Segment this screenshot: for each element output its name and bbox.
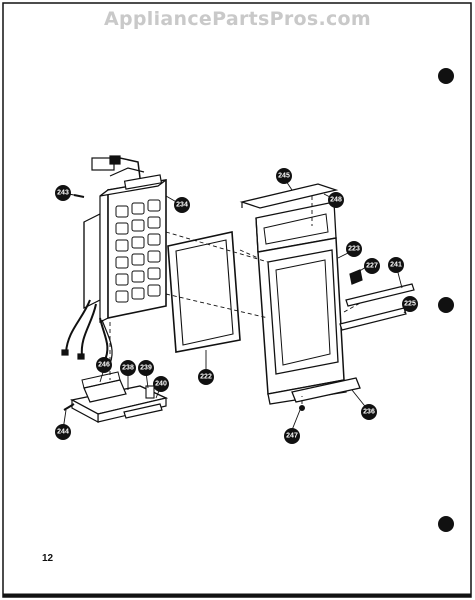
harness-connector-2 (109, 155, 121, 165)
svg-text:246: 246 (98, 362, 110, 369)
key (131, 253, 145, 266)
key (147, 250, 161, 263)
key (115, 290, 129, 303)
top-bracket-plate (123, 174, 163, 190)
gasket-outer (167, 231, 241, 353)
callout-241: 241 (388, 257, 404, 273)
svg-text:236: 236 (363, 409, 375, 416)
svg-text:223: 223 (348, 246, 360, 253)
svg-text:247: 247 (286, 433, 298, 440)
key (131, 287, 145, 300)
svg-text:238: 238 (122, 365, 134, 372)
callout-248: 248 (328, 192, 344, 208)
alignment-lines (109, 196, 363, 404)
gasket-frame (167, 231, 241, 353)
svg-text:248: 248 (330, 197, 342, 204)
wire-terminal (77, 353, 85, 360)
board-side (99, 188, 109, 323)
connector-bracket-assembly (63, 371, 169, 424)
svg-text:244: 244 (57, 429, 69, 436)
right-rail (345, 283, 415, 307)
frame-left-edge (255, 217, 259, 253)
callout-245: 245 (276, 168, 292, 184)
lower-wire-lead (101, 319, 113, 365)
svg-text:222: 222 (200, 374, 212, 381)
lower-wire-lead (80, 303, 97, 357)
door-frame-assembly (239, 183, 415, 411)
wire-terminal (61, 349, 69, 356)
svg-text:240: 240 (155, 381, 167, 388)
alignment-line (343, 301, 363, 313)
key (115, 273, 129, 286)
page-number: 12 (42, 553, 54, 564)
key (131, 236, 145, 249)
key (147, 267, 161, 280)
punch-hole-bottom (438, 516, 454, 532)
key-grid (115, 199, 161, 303)
alignment-line (165, 293, 269, 319)
screw-244-shank (63, 403, 75, 411)
punch-hole-middle (438, 297, 454, 313)
callout-222: 222 (198, 369, 214, 385)
frame-window-inner (275, 259, 331, 366)
handle-bar (339, 307, 407, 331)
svg-text:225: 225 (404, 301, 416, 308)
board-face (107, 179, 167, 319)
alignment-line (239, 249, 259, 259)
frame-window-outer (267, 249, 339, 375)
key (131, 270, 145, 283)
callout-223: 223 (346, 241, 362, 257)
svg-text:243: 243 (57, 190, 69, 197)
latch-clip (349, 269, 363, 285)
callout-239: 239 (138, 360, 154, 376)
watermark-text: AppliancePartsPros.com (103, 8, 371, 30)
key (115, 205, 129, 218)
alignment-line (165, 231, 269, 263)
keypad-assembly (61, 155, 167, 366)
callout-225: 225 (402, 296, 418, 312)
key (147, 199, 161, 212)
callout-244: 244 (55, 424, 71, 440)
svg-text:239: 239 (140, 365, 152, 372)
key (115, 222, 129, 235)
lower-wire-lead (65, 299, 91, 353)
small-connector (145, 385, 155, 399)
callout-240: 240 (153, 376, 169, 392)
svg-text:245: 245 (278, 173, 290, 180)
top-channel (239, 183, 339, 209)
key (147, 284, 161, 297)
frame-upper-recess (263, 213, 329, 245)
callout-227: 227 (364, 258, 380, 274)
callout-238: 238 (120, 360, 136, 376)
callout-246: 246 (96, 357, 112, 373)
top-wire-harness-2 (109, 167, 145, 177)
callout-247: 247 (284, 428, 300, 444)
key (131, 202, 145, 215)
gasket-inner (175, 239, 234, 346)
callouts: 243 234 222 245 248 223 227 241 225 236 … (55, 168, 418, 444)
key (147, 233, 161, 246)
svg-text:241: 241 (390, 262, 402, 269)
connector-block-top (81, 371, 121, 389)
key (147, 216, 161, 229)
callout-234: 234 (174, 197, 190, 213)
screw-243-shank (73, 194, 85, 198)
callout-243: 243 (55, 185, 71, 201)
key (131, 219, 145, 232)
terminal-strip (123, 403, 163, 419)
key (115, 239, 129, 252)
svg-text:227: 227 (366, 263, 378, 270)
bottom-trim-strip (291, 377, 361, 403)
key (115, 256, 129, 269)
screw-247 (299, 405, 305, 411)
callout-236: 236 (361, 404, 377, 420)
svg-text:234: 234 (176, 202, 188, 209)
punch-hole-top (438, 68, 454, 84)
back-mounting-plate (83, 213, 101, 309)
